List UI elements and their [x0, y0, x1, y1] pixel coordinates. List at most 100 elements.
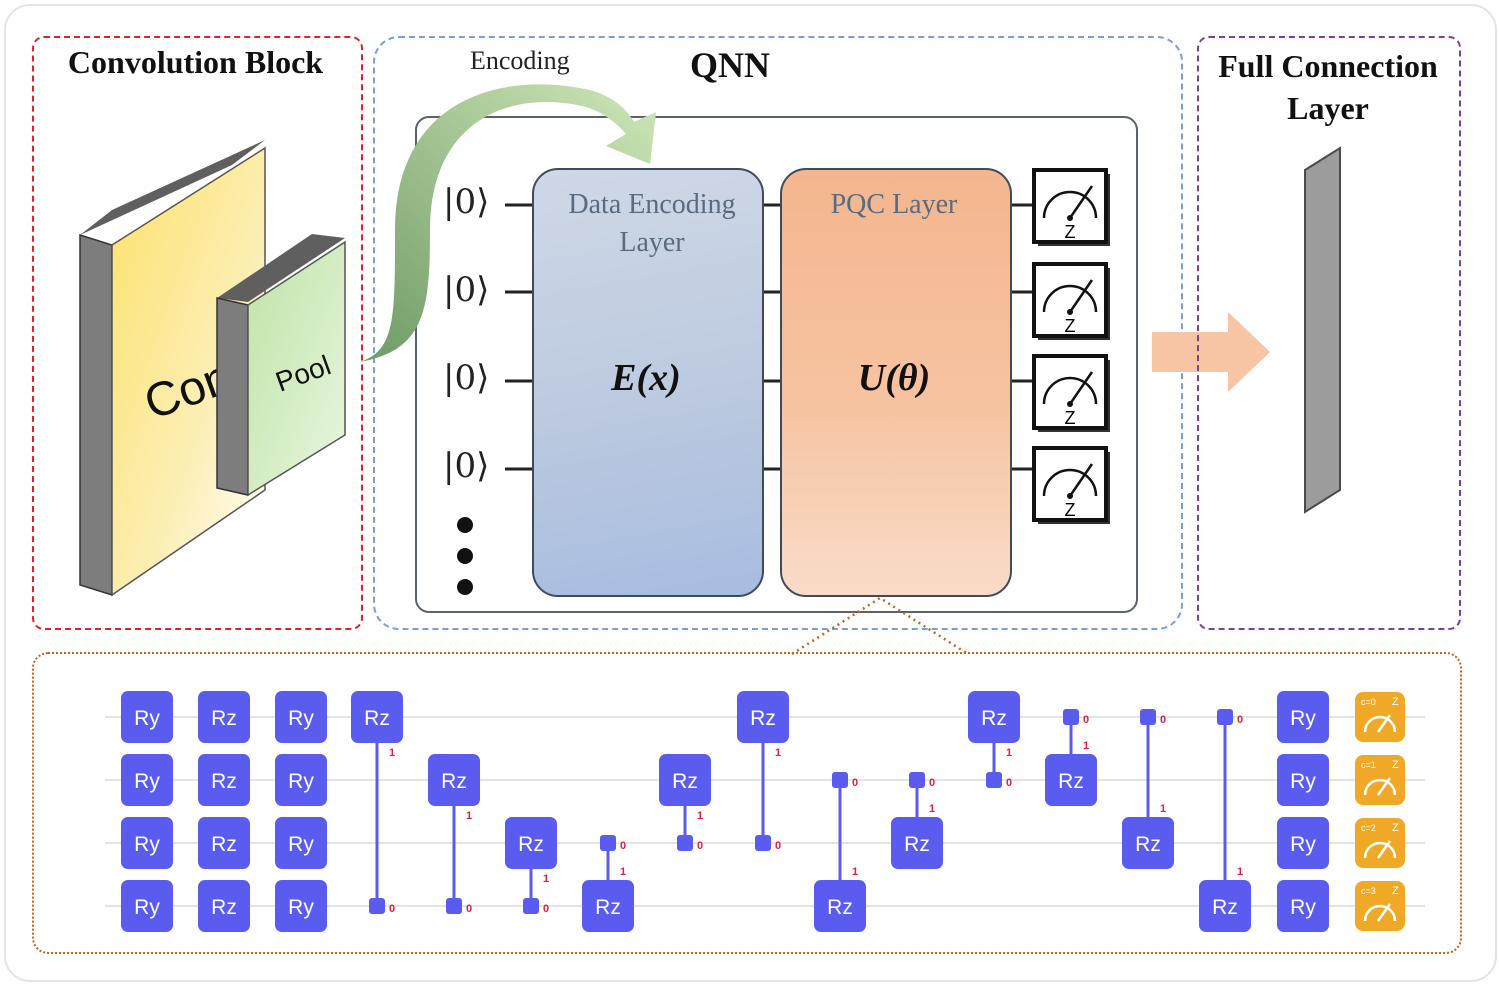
control-node [1217, 709, 1233, 725]
svg-text:Rz: Rz [441, 770, 467, 793]
rotation-gate-ry-c2-q0: Ry [275, 691, 327, 743]
control-node [600, 835, 616, 851]
more-qubits-ellipsis [457, 517, 473, 595]
data-encoding-layer-label: Data Encoding Layer [568, 189, 736, 258]
svg-text:Rz: Rz [1058, 770, 1084, 793]
svg-text:Rz: Rz [1212, 896, 1238, 919]
qnn-title: QNN [690, 45, 770, 85]
target-label: 1 [389, 747, 395, 759]
control-label: 0 [543, 903, 549, 915]
conv-pool-illustration: Con Pool [79, 140, 346, 597]
control-node [523, 898, 539, 914]
svg-text:Ry: Ry [288, 770, 314, 793]
svg-text:c=3: c=3 [1361, 886, 1376, 896]
svg-text:Ry: Ry [134, 896, 160, 919]
circuit-detail-panel [32, 652, 1462, 954]
rz-gate-4: Rz [659, 754, 711, 806]
rotation-gate-rz-c1-q1: Rz [198, 754, 250, 806]
control-node [446, 898, 462, 914]
rotation-gate-ry-c2-q1: Ry [275, 754, 327, 806]
target-label: 1 [852, 866, 858, 878]
flow-arrow [1152, 312, 1270, 392]
control-label: 0 [389, 903, 395, 915]
final-rotation-gate-q2: Ry [1277, 817, 1329, 869]
svg-text:Ry: Ry [288, 896, 314, 919]
svg-text:Rz: Rz [750, 707, 776, 730]
figure-frame [4, 4, 1497, 982]
encoding-operator: E(x) [611, 357, 681, 399]
target-label: 1 [1083, 740, 1089, 752]
rz-gate-10: Rz [1122, 817, 1174, 869]
control-node [909, 772, 925, 788]
fc-layer-slab [1304, 146, 1341, 514]
circuit-measure-3: c=3 Z [1355, 881, 1405, 931]
ket-qubit-0: |0⟩ [443, 182, 490, 222]
svg-text:Ry: Ry [288, 707, 314, 730]
svg-text:c=0: c=0 [1361, 697, 1376, 707]
final-rotation-gate-q1: Ry [1277, 754, 1329, 806]
control-node [755, 835, 771, 851]
controlled-rz-0: 01 [369, 717, 395, 915]
control-label: 0 [852, 777, 858, 789]
svg-text:Rz: Rz [211, 833, 237, 856]
final-rotation-gate-q3: Ry [1277, 880, 1329, 932]
control-node [369, 898, 385, 914]
final-rotation-gate-q0: Ry [1277, 691, 1329, 743]
encoding-label: Encoding [470, 46, 570, 75]
rz-gate-5: Rz [737, 691, 789, 743]
data-encoding-layer [532, 168, 764, 597]
svg-text:Ry: Ry [1290, 770, 1316, 793]
rz-gate-6: Rz [814, 880, 866, 932]
svg-text:Ry: Ry [288, 833, 314, 856]
rotation-gate-ry-c2-q2: Ry [275, 817, 327, 869]
measurement-box-2: Z [1032, 354, 1110, 432]
target-label: 1 [620, 866, 626, 878]
svg-text:Z: Z [1392, 759, 1399, 771]
measurement-z-label: Z [1065, 316, 1076, 336]
svg-text:Ry: Ry [134, 707, 160, 730]
measurement-z-label: Z [1065, 500, 1076, 520]
controlled-rz-9: 01 [1063, 709, 1089, 780]
pqc-layer [780, 168, 1012, 597]
control-label: 0 [1160, 714, 1166, 726]
rotation-gate-ry-c0-q2: Ry [121, 817, 173, 869]
pool-layer-slab: Pool [216, 234, 346, 497]
convolution-block-title: Convolution Block [67, 44, 324, 80]
svg-text:Rz: Rz [1135, 833, 1161, 856]
control-label: 0 [1237, 714, 1243, 726]
controlled-rz-11: 01 [1217, 709, 1243, 906]
target-label: 1 [1006, 747, 1012, 759]
rz-gate-2: Rz [505, 817, 557, 869]
rotation-gate-rz-c1-q0: Rz [198, 691, 250, 743]
svg-text:Z: Z [1392, 822, 1399, 834]
target-label: 1 [543, 873, 549, 885]
circuit-measure-1: c=1 Z [1355, 755, 1405, 805]
control-node [1140, 709, 1156, 725]
rz-gate-11: Rz [1199, 880, 1251, 932]
fc-block [1197, 36, 1461, 630]
encoding-arrow [360, 84, 656, 362]
pqc-layer-label: PQC Layer [830, 189, 958, 220]
control-label: 0 [697, 840, 703, 852]
target-label: 1 [697, 810, 703, 822]
svg-text:Rz: Rz [827, 896, 853, 919]
svg-text:Rz: Rz [904, 833, 930, 856]
control-label: 0 [1083, 714, 1089, 726]
svg-text:Ry: Ry [1290, 707, 1316, 730]
rz-gate-1: Rz [428, 754, 480, 806]
target-label: 1 [775, 747, 781, 759]
qnn-inner-panel [415, 116, 1138, 613]
control-node [986, 772, 1002, 788]
rz-gate-7: Rz [891, 817, 943, 869]
svg-text:Z: Z [1392, 885, 1399, 897]
svg-text:c=1: c=1 [1361, 760, 1376, 770]
control-label: 0 [775, 840, 781, 852]
rotation-gate-ry-c0-q0: Ry [121, 691, 173, 743]
rz-gate-9: Rz [1045, 754, 1097, 806]
ket-qubit-2: |0⟩ [443, 358, 490, 398]
measurement-box-3: Z [1032, 446, 1110, 524]
